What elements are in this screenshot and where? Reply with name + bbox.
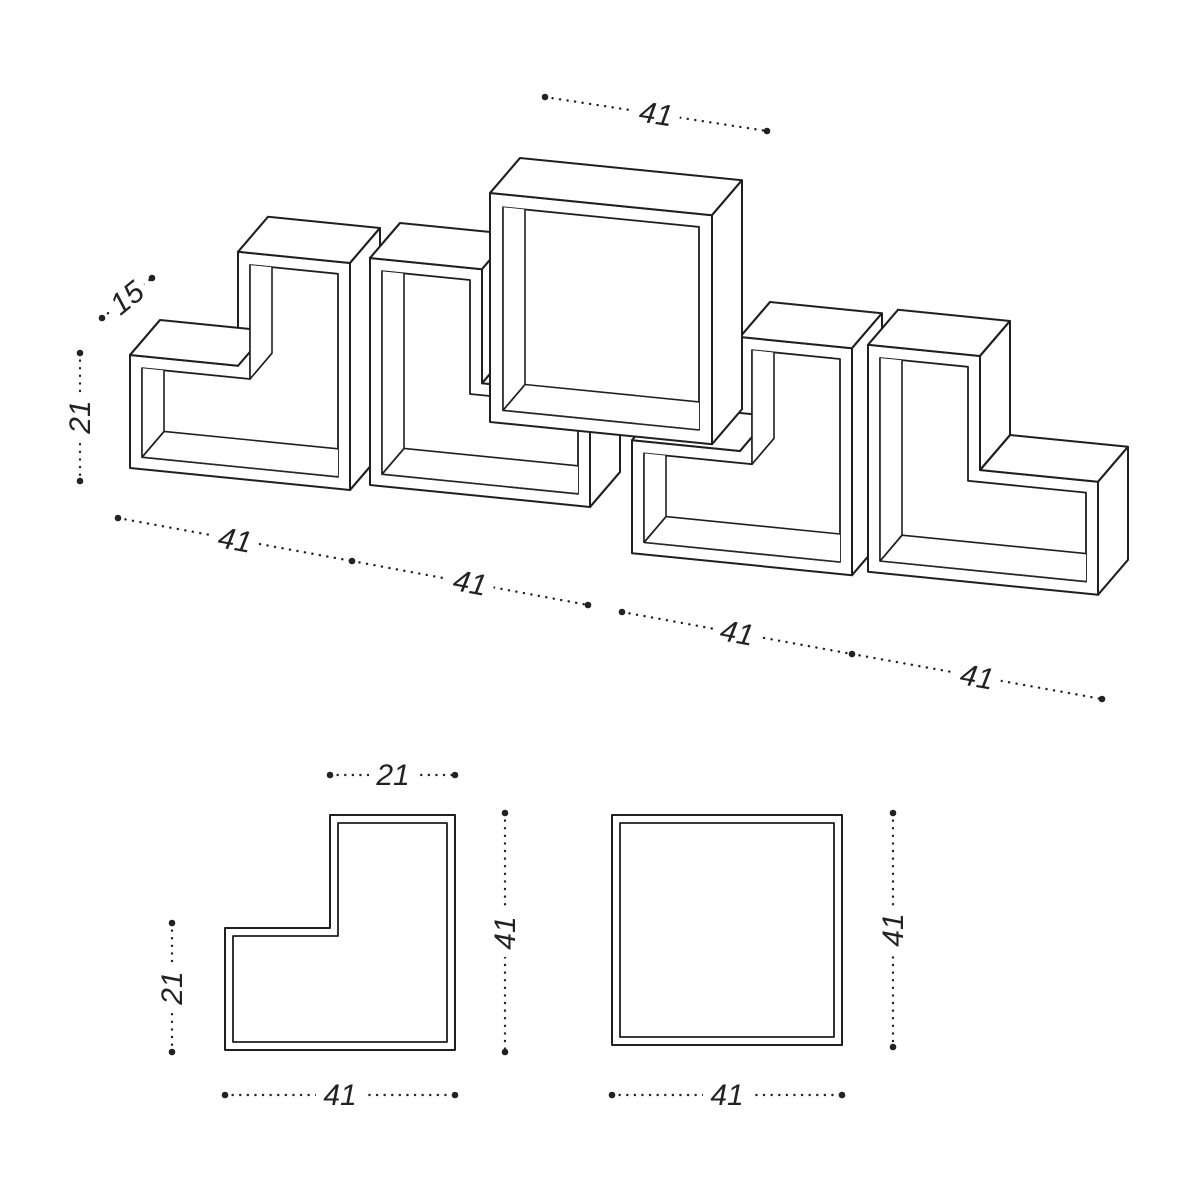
l-shelf-front-view: 21 21 41 41 [156,759,522,1112]
dim-label-left-height: 21 [64,400,97,434]
unit1-interior [142,254,338,477]
square-view-outer-outline [611,814,843,1046]
square-shelf-front-view: 41 41 [608,809,910,1112]
unit2-interior [382,271,578,494]
dim-depth: 15 [98,273,156,323]
dim-label-lview-bottom-width: 41 [323,1079,356,1112]
dim-square-right-height: 41 [877,809,910,1051]
dim-unit1-width: 41 [114,514,356,565]
dim-label-unit5-width: 41 [958,658,997,696]
shelf-assembly [129,156,1129,596]
dim-center-top-width: 41 [541,93,771,135]
unit5-interior [880,358,1086,582]
dim-lview-right-height: 41 [489,809,522,1056]
dim-lview-left-height: 21 [156,919,189,1056]
shelf-unit-5 [867,308,1129,596]
unit5-column-side-face [979,319,1011,472]
unit5-shelf-side-face [1097,445,1129,596]
dim-label-square-right-height: 41 [877,913,910,946]
dim-label-unit2-width: 41 [450,564,489,603]
dim-label-lview-top-width: 21 [375,759,409,792]
shelf-unit-1 [129,215,381,492]
l-view-inner-outline [232,822,448,1043]
unit3-right-side-face [711,179,743,446]
dim-unit2-width: 41 [350,559,592,609]
dim-label-center-top-width: 41 [637,96,675,134]
l-view-outer-outline [224,814,456,1051]
dim-lview-bottom-width: 41 [221,1079,459,1112]
dim-label-unit1-width: 41 [216,521,255,559]
dim-label-square-bottom-width: 41 [710,1079,743,1112]
dim-left-height: 21 [64,349,97,485]
square-view-inner-outline [619,822,835,1038]
dim-unit4-width: 41 [618,608,856,658]
shelf-unit-3-square [489,156,743,446]
dim-square-bottom-width: 41 [608,1079,846,1112]
dim-lview-top-width: 21 [326,759,459,792]
dim-label-depth: 15 [104,275,151,322]
unit3-interior [503,207,699,430]
dim-label-lview-right-height: 41 [489,916,522,949]
dim-label-unit4-width: 41 [718,614,757,652]
dim-unit5-width: 41 [850,652,1106,703]
dim-label-lview-left-height: 21 [156,971,189,1005]
